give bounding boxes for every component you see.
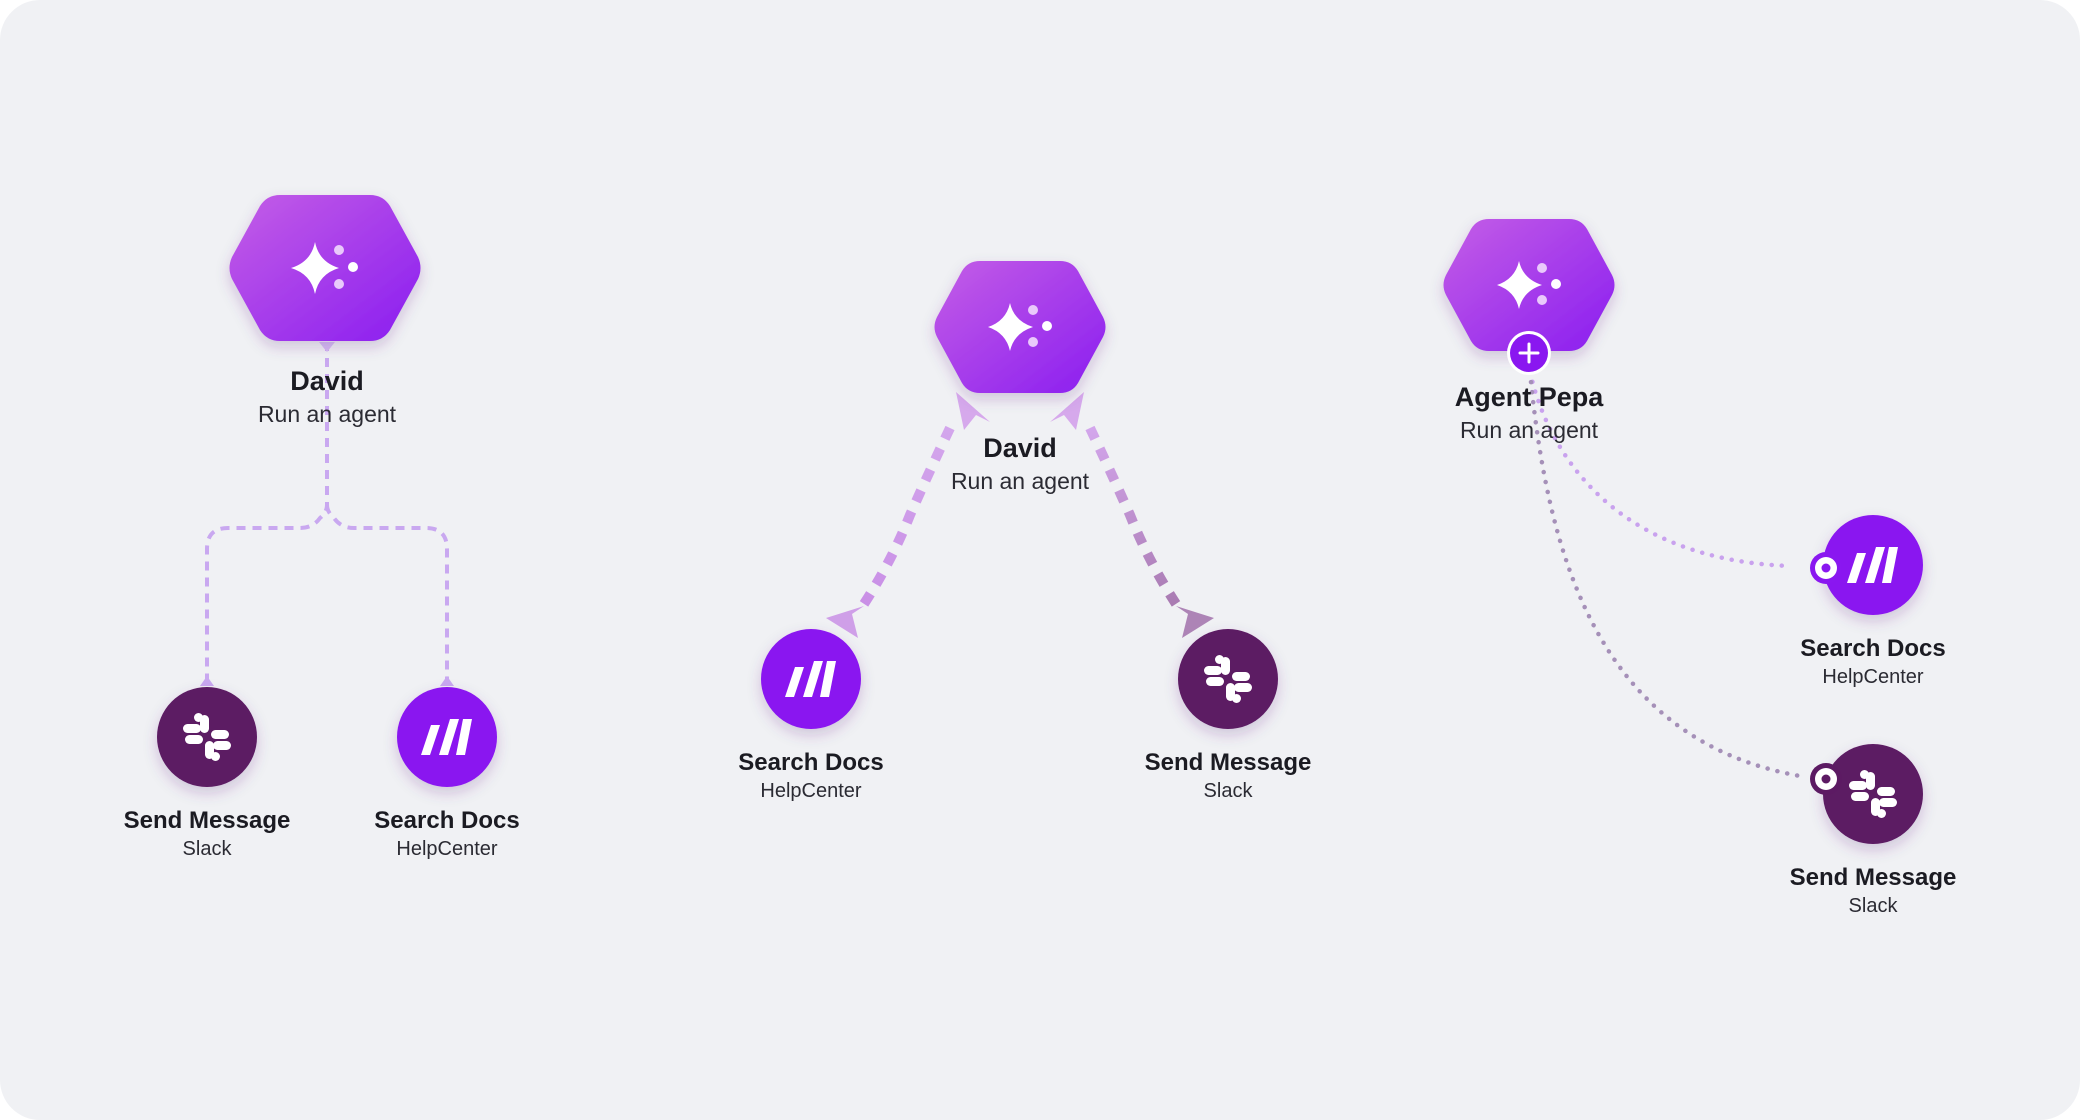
- tool-app: Slack: [1848, 895, 1898, 917]
- agent-node[interactable]: [229, 195, 421, 341]
- agent-name: David: [290, 366, 364, 396]
- arrow-head-icon: [826, 606, 864, 638]
- tool-node-helpcenter[interactable]: [761, 629, 861, 729]
- tree-connector: [200, 342, 454, 686]
- dot-icon: [1821, 774, 1831, 784]
- agent-label: David Run an agent: [920, 431, 1120, 497]
- tool-name: Send Message: [1789, 864, 1957, 891]
- connector-handle-icon: [319, 342, 335, 352]
- sparkle-icon: [291, 242, 358, 294]
- sparkle-icon: [1497, 261, 1561, 309]
- arrow-connectors: [826, 392, 1214, 638]
- connector-handle-icon: [200, 676, 214, 686]
- dotted-connectors: [1527, 369, 1803, 779]
- plus-icon: [1518, 342, 1540, 364]
- tool-label: Search Docs HelpCenter: [1773, 634, 1973, 690]
- tool-label: Search Docs HelpCenter: [711, 748, 911, 804]
- tool-node-helpcenter[interactable]: [397, 687, 497, 787]
- agent-action: Run an agent: [257, 401, 397, 427]
- tool-name: Search Docs: [738, 749, 884, 776]
- tool-node-slack[interactable]: [1178, 629, 1278, 729]
- tool-app: Slack: [1203, 780, 1253, 802]
- dot-icon: [1821, 563, 1831, 573]
- agent-node[interactable]: [1443, 219, 1615, 351]
- tool-app: HelpCenter: [396, 838, 498, 860]
- helpcenter-logo-icon: [785, 661, 836, 697]
- tool-label: Send Message Slack: [1773, 863, 1973, 919]
- agent-action: Run an agent: [1459, 417, 1599, 443]
- slack-logo-icon: [1204, 655, 1252, 703]
- tool-label: Send Message Slack: [1128, 748, 1328, 804]
- tool-name: Send Message: [1144, 749, 1312, 776]
- tool-node-helpcenter[interactable]: [1823, 515, 1923, 615]
- sparkle-icon: [988, 303, 1052, 351]
- arrow-head-icon: [956, 392, 990, 430]
- input-port[interactable]: [1810, 763, 1842, 795]
- tool-label: Search Docs HelpCenter: [347, 806, 547, 862]
- add-tool-button[interactable]: [1507, 331, 1551, 375]
- agent-action: Run an agent: [950, 468, 1090, 494]
- tool-app: HelpCenter: [1822, 666, 1924, 688]
- connector-handle-icon: [440, 676, 454, 686]
- agent-name: Agent Pepa: [1454, 382, 1604, 412]
- arrow-head-icon: [1050, 392, 1084, 430]
- tool-app: Slack: [182, 838, 232, 860]
- slack-logo-icon: [183, 713, 231, 761]
- agent-node[interactable]: [934, 261, 1106, 393]
- helpcenter-logo-icon: [421, 719, 472, 755]
- slack-logo-icon: [1849, 770, 1897, 818]
- agent-label: Agent Pepa Run an agent: [1409, 380, 1649, 446]
- agent-label: David Run an agent: [227, 364, 427, 430]
- tool-name: Send Message: [123, 807, 291, 834]
- tool-name: Search Docs: [374, 807, 520, 834]
- input-port[interactable]: [1810, 552, 1842, 584]
- tool-name: Search Docs: [1800, 635, 1946, 662]
- tool-label: Send Message Slack: [107, 806, 307, 862]
- agent-name: David: [983, 433, 1057, 463]
- tool-app: HelpCenter: [760, 780, 862, 802]
- tool-node-slack[interactable]: [1823, 744, 1923, 844]
- helpcenter-logo-icon: [1847, 547, 1898, 583]
- tool-node-slack[interactable]: [157, 687, 257, 787]
- arrow-head-icon: [1176, 606, 1214, 638]
